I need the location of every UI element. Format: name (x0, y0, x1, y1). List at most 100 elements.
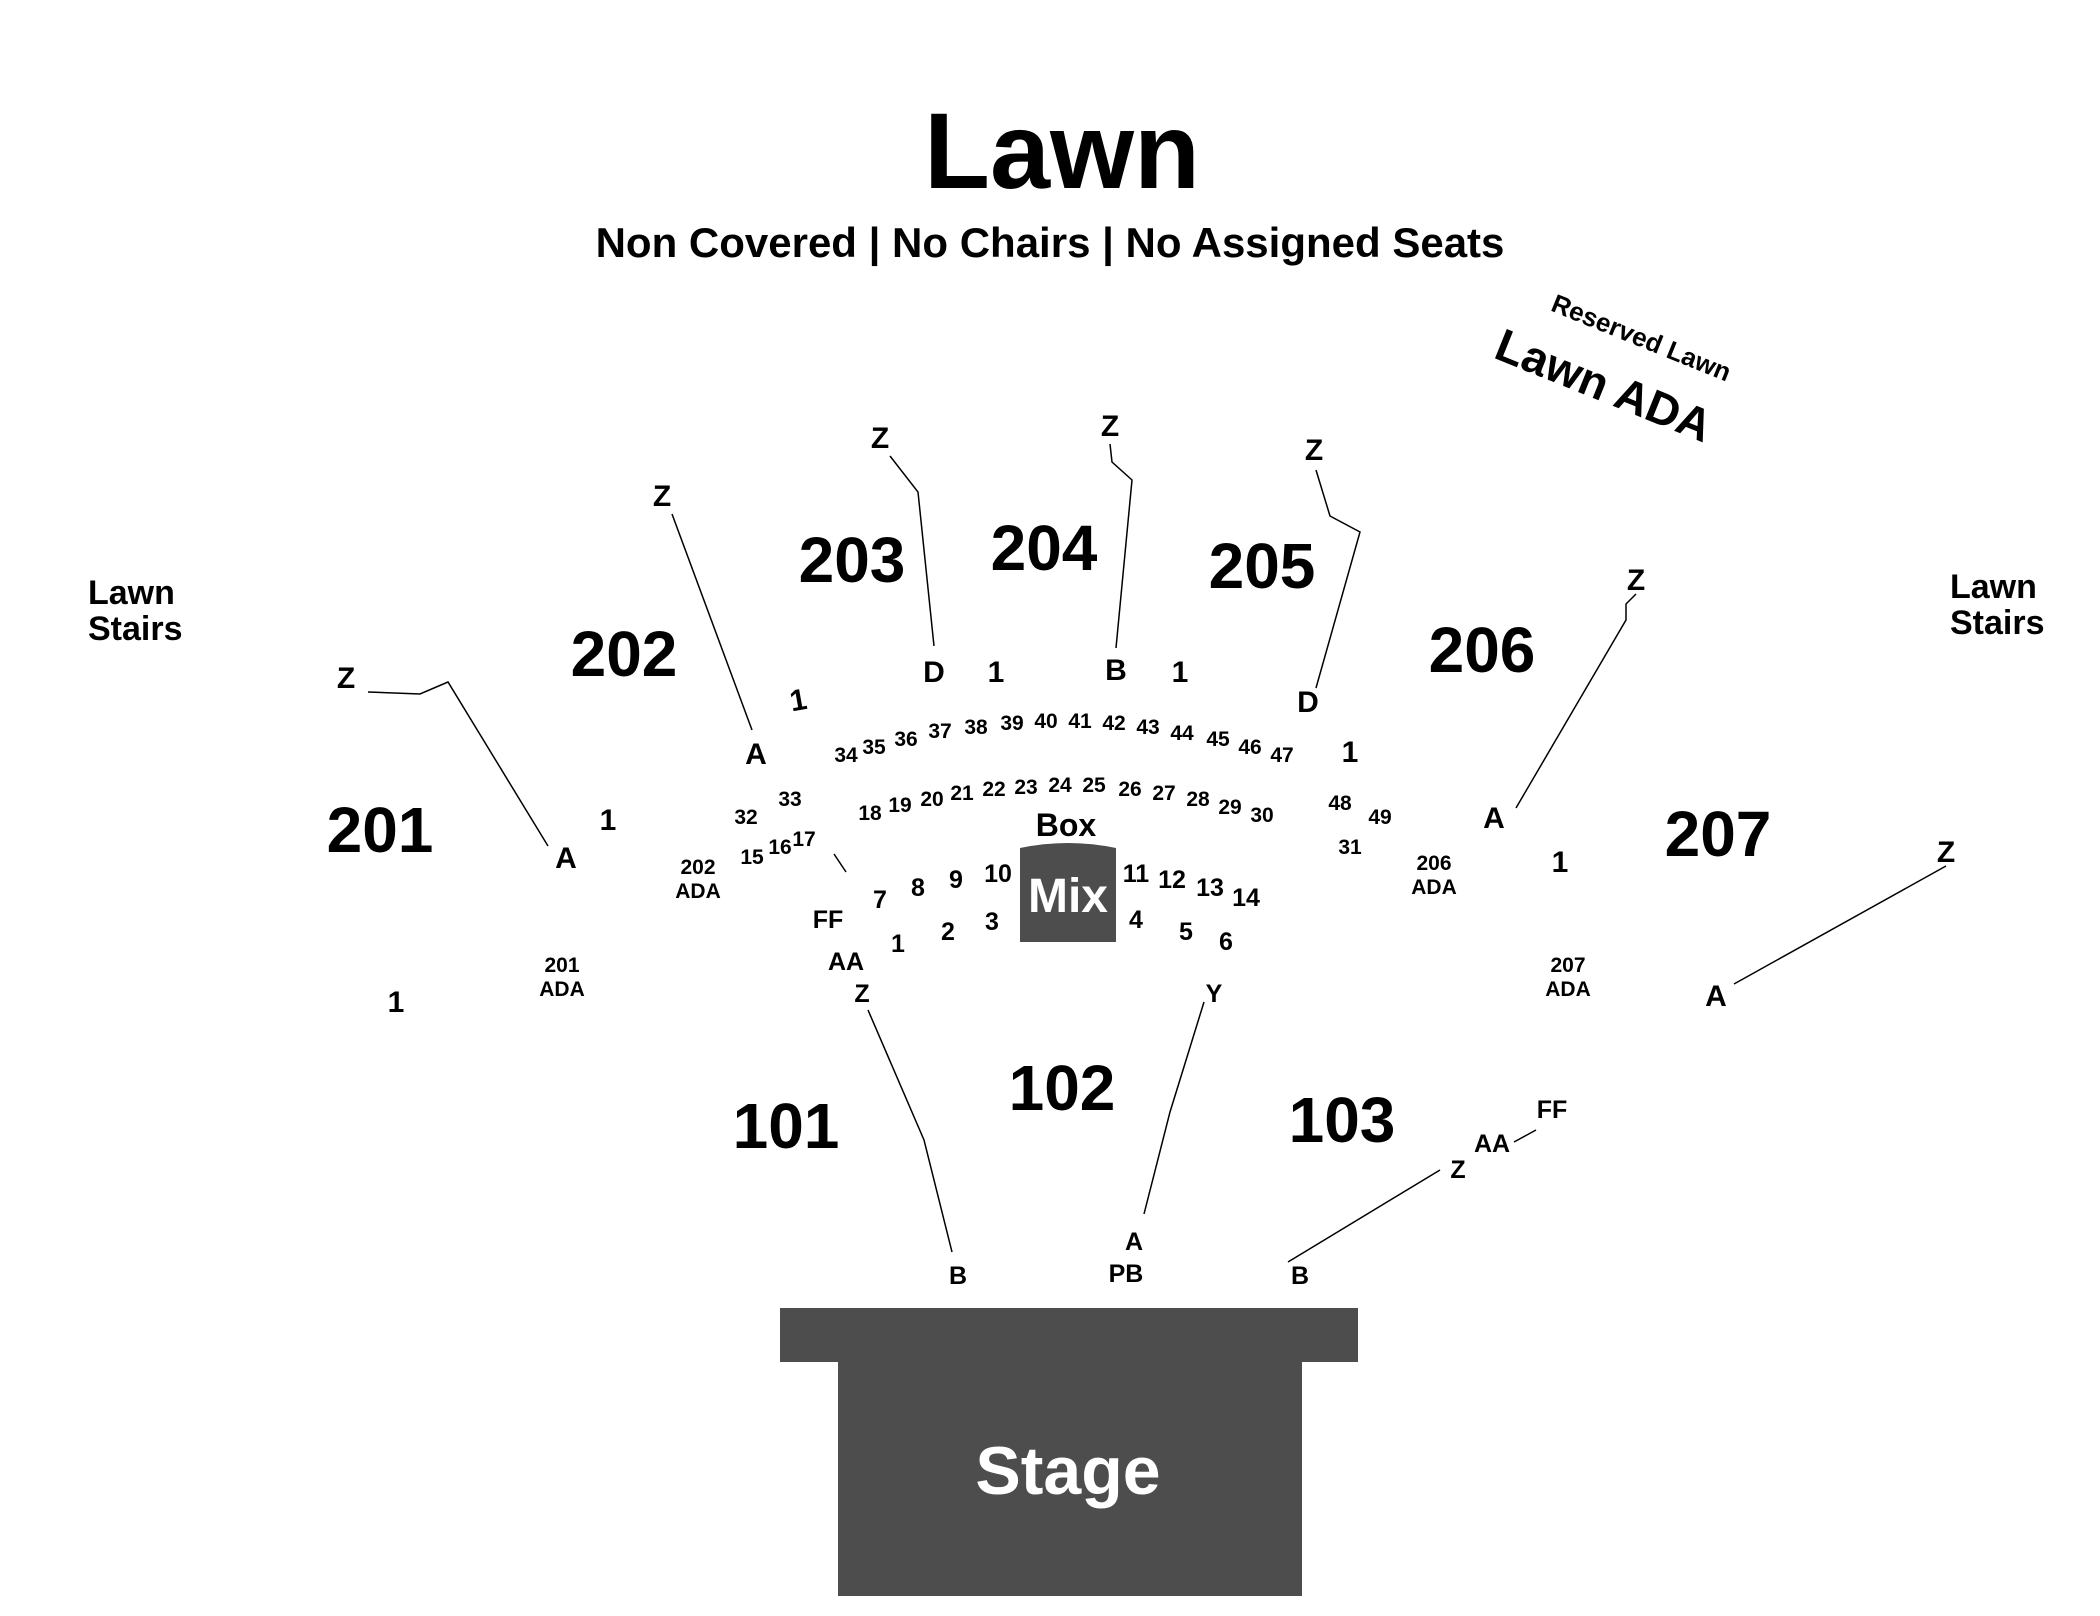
box-seat[interactable]: 30 (1250, 804, 1273, 827)
box-seat[interactable]: 6 (1219, 928, 1233, 956)
box-label: Box (1036, 807, 1097, 843)
mix-label[interactable]: Mix (1028, 870, 1108, 923)
section-203[interactable]: 203 (799, 524, 906, 596)
row-103-aa: AA (1474, 1130, 1510, 1158)
row-101-z: Z (854, 980, 869, 1008)
box-seat[interactable]: 5 (1179, 918, 1193, 946)
box-seat[interactable]: 24 (1048, 774, 1072, 797)
box-seat[interactable]: 45 (1206, 728, 1230, 751)
box-seat[interactable]: 26 (1118, 778, 1141, 801)
leader-201 (367, 681, 549, 847)
ada-206-line1[interactable]: 206 (1416, 852, 1451, 875)
box-seat[interactable]: 9 (949, 866, 963, 894)
ada-207-line1[interactable]: 207 (1550, 954, 1585, 977)
section-201[interactable]: 201 (327, 794, 434, 866)
row-202-1: 1 (787, 683, 809, 718)
box-seat[interactable]: 15 (740, 846, 764, 869)
box-seat[interactable]: 12 (1158, 866, 1186, 894)
box-seat[interactable]: 47 (1270, 744, 1293, 767)
box-seat[interactable]: 20 (920, 788, 943, 811)
lawn-stairs-right-line2[interactable]: Stairs (1950, 604, 2045, 642)
row-102-y: Y (1206, 980, 1223, 1008)
row-206-1: 1 (1552, 846, 1569, 879)
leader-205 (1315, 469, 1361, 689)
box-seat[interactable]: 1 (891, 930, 905, 958)
box-seat[interactable]: 43 (1136, 716, 1159, 739)
section-103[interactable]: 103 (1289, 1084, 1396, 1156)
row-102-a: A (1125, 1228, 1143, 1256)
box-seat[interactable]: 13 (1196, 874, 1224, 902)
box-seat[interactable]: 42 (1102, 712, 1125, 735)
box-seat[interactable]: 14 (1232, 884, 1260, 912)
box-seat[interactable]: 4 (1129, 906, 1143, 934)
box-seat[interactable]: 37 (928, 720, 951, 743)
box-seat[interactable]: 16 (768, 836, 791, 859)
box-seat[interactable]: 22 (982, 778, 1005, 801)
ada-201-line2[interactable]: ADA (539, 978, 585, 1001)
leader-207 (1733, 865, 1947, 985)
section-101[interactable]: 101 (733, 1090, 840, 1162)
section-102[interactable]: 102 (1009, 1052, 1116, 1124)
lawn-stairs-left-line2[interactable]: Stairs (88, 610, 183, 648)
ada-202-line2[interactable]: ADA (675, 880, 721, 903)
section-202[interactable]: 202 (571, 618, 678, 690)
box-seat[interactable]: 34 (834, 744, 858, 767)
box-seat[interactable]: 21 (950, 782, 974, 805)
box-seats: 34 35 36 37 38 39 40 41 42 43 44 45 46 4… (734, 710, 1391, 958)
box-seat[interactable]: 36 (894, 728, 917, 751)
box-seat[interactable]: 38 (964, 716, 988, 739)
row-205-1: 1 (1342, 736, 1359, 769)
box-seat[interactable]: 2 (941, 918, 955, 946)
box-seat[interactable]: 41 (1068, 710, 1092, 733)
section-204[interactable]: 204 (991, 512, 1098, 584)
section-205[interactable]: 205 (1209, 530, 1316, 602)
box-seat[interactable]: 33 (778, 788, 801, 811)
ada-201-line1[interactable]: 201 (544, 954, 579, 977)
row-206-z: Z (1627, 564, 1645, 597)
box-seat[interactable]: 27 (1152, 782, 1175, 805)
box-seat[interactable]: 8 (911, 874, 925, 902)
row-204-z: Z (1101, 410, 1119, 443)
box-seat[interactable]: 7 (873, 886, 887, 914)
row-202-a: A (745, 738, 767, 771)
row-203-z: Z (871, 422, 889, 455)
row-206-a: A (1483, 802, 1505, 835)
box-seat[interactable]: 11 (1123, 860, 1150, 888)
box-seat[interactable]: 44 (1170, 722, 1194, 745)
section-206[interactable]: 206 (1429, 614, 1536, 686)
box-seat[interactable]: 23 (1014, 776, 1037, 799)
box-seat[interactable]: 35 (862, 736, 886, 759)
box-seat[interactable]: 28 (1186, 788, 1210, 811)
box-seat[interactable]: 19 (888, 794, 911, 817)
lawn-stairs-right-line1[interactable]: Lawn (1950, 568, 2037, 606)
box-seat[interactable]: 25 (1082, 774, 1106, 797)
box-seat[interactable]: 40 (1034, 710, 1057, 733)
row-103-z: Z (1450, 1156, 1465, 1184)
mix-position[interactable] (1020, 843, 1116, 942)
lawn-stairs-left-line1[interactable]: Lawn (88, 574, 175, 612)
ada-207-line2[interactable]: ADA (1545, 978, 1591, 1001)
ada-206-line2[interactable]: ADA (1411, 876, 1457, 899)
box-seat[interactable]: 32 (734, 806, 757, 829)
box-seat[interactable]: 48 (1328, 792, 1352, 815)
row-204-1: 1 (1172, 656, 1189, 689)
box-seat[interactable]: 10 (984, 860, 1012, 888)
leader-103-ff (1513, 1129, 1537, 1143)
box-seat[interactable]: 18 (858, 802, 882, 825)
ada-202-line1[interactable]: 202 (680, 856, 715, 879)
box-seat[interactable]: 29 (1218, 796, 1241, 819)
box-seat[interactable]: 17 (792, 828, 815, 851)
leader-101 (867, 1009, 953, 1253)
row-101-b: B (949, 1262, 967, 1290)
stage-label: Stage (975, 1433, 1160, 1509)
leader-203 (889, 455, 935, 647)
box-seat[interactable]: 49 (1368, 806, 1391, 829)
box-seat[interactable]: 39 (1000, 712, 1023, 735)
section-207[interactable]: 207 (1665, 798, 1772, 870)
box-seat[interactable]: 46 (1238, 736, 1261, 759)
row-102-pb: PB (1109, 1260, 1144, 1288)
box-seat[interactable]: 31 (1338, 836, 1362, 859)
box-seat[interactable]: 3 (985, 908, 999, 936)
leader-204 (1109, 443, 1133, 649)
lawn-title: Lawn (924, 90, 1200, 211)
